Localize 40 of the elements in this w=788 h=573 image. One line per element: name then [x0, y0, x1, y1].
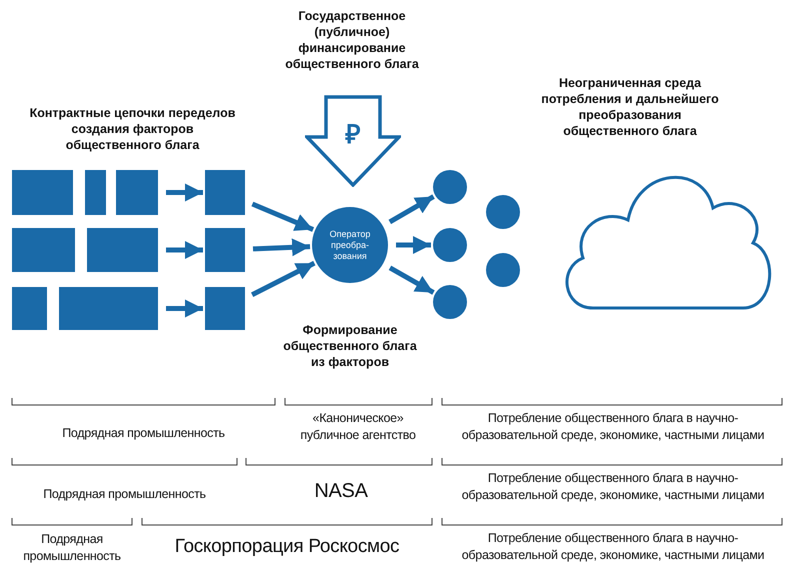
- funding-arrow: [305, 95, 401, 187]
- output-circle: [486, 253, 520, 287]
- block: [116, 170, 158, 215]
- block: [59, 287, 158, 330]
- arrow: [166, 241, 203, 259]
- arrow: [388, 194, 435, 224]
- arrow: [166, 300, 203, 318]
- heading: Формирование общественного блага из факторов: [282, 322, 418, 370]
- caption: NASA: [313, 480, 369, 502]
- heading: Контрактные цепочки переделов создания факторов общественного блага: [28, 105, 236, 153]
- arrow: [166, 184, 203, 202]
- block: [87, 228, 158, 272]
- arrow: [252, 238, 310, 256]
- node-label: Оператор преобра-зования: [328, 229, 372, 262]
- currency-sign: ₽: [344, 118, 362, 151]
- block: [85, 170, 106, 215]
- heading: Государственное (публичное) финансирование общественного блага: [284, 8, 420, 72]
- output-circle: [433, 170, 467, 204]
- caption: Потребление общественного блага в научно-образовательной среде, экономике, частными лицами: [460, 410, 766, 444]
- caption: Подрядная промышленность: [42, 486, 207, 503]
- arrow: [251, 260, 316, 297]
- arrow: [251, 202, 314, 232]
- caption: Подрядная промышленность: [61, 425, 226, 442]
- heading: Неограниченная среда потребления и дальнейшего преобразования общественного блага: [540, 75, 720, 139]
- block: [12, 287, 47, 330]
- block: [205, 170, 245, 215]
- block: [205, 287, 245, 330]
- output-circle: [486, 195, 520, 229]
- block: [12, 170, 73, 215]
- caption: «Каноническое» публичное агентство: [299, 410, 417, 444]
- output-circle: [433, 228, 467, 262]
- block: [205, 228, 245, 272]
- caption: Потребление общественного блага в научно-образовательной среде, экономике, частными лицами: [460, 530, 766, 564]
- caption: Подрядная промышленность: [22, 531, 122, 565]
- caption: Госкорпорация Роскосмос: [174, 536, 400, 558]
- arrow: [396, 236, 431, 254]
- caption: Потребление общественного блага в научно-образовательной среде, экономике, частными лицами: [460, 470, 766, 504]
- block: [12, 228, 75, 272]
- output-circle: [433, 285, 467, 319]
- arrow: [388, 266, 435, 295]
